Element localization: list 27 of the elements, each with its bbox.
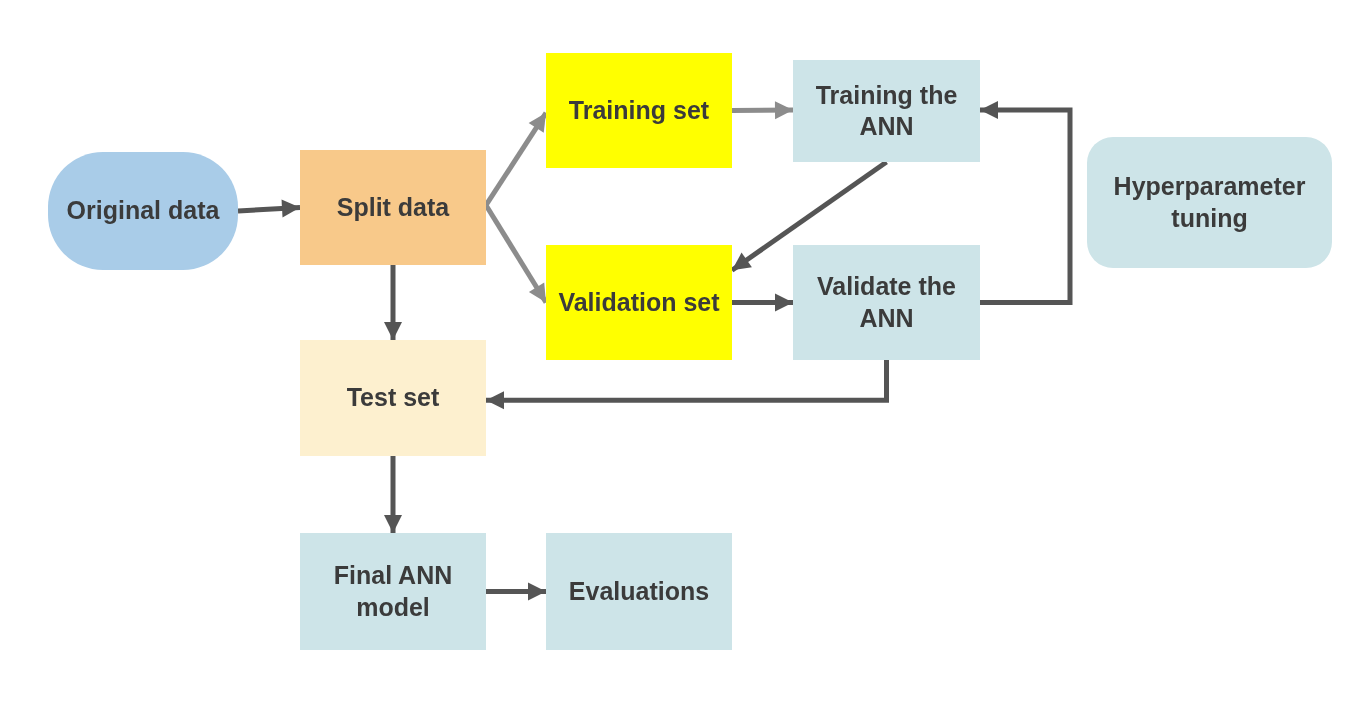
process-box bbox=[300, 340, 486, 456]
node-label: Final ANN model bbox=[332, 560, 454, 623]
arrow bbox=[732, 293, 793, 312]
process-box bbox=[546, 533, 732, 650]
arrow bbox=[486, 582, 546, 601]
node-label: Hyperparameter tuning bbox=[1112, 171, 1307, 234]
arrow bbox=[384, 456, 402, 533]
process-box bbox=[546, 53, 732, 168]
rounded-box bbox=[1087, 137, 1332, 268]
arrow bbox=[732, 101, 793, 120]
process-box bbox=[300, 150, 486, 265]
arrow bbox=[237, 199, 301, 218]
node-label: Split data bbox=[336, 191, 450, 223]
node-label: Training set bbox=[568, 94, 710, 126]
process-box bbox=[793, 60, 980, 162]
process-box bbox=[300, 533, 486, 650]
node-label: Test set bbox=[346, 382, 440, 414]
process-box bbox=[793, 245, 980, 360]
node-label: Evaluations bbox=[568, 575, 710, 607]
process-box bbox=[546, 245, 732, 360]
arrow bbox=[980, 101, 1073, 305]
arrow bbox=[384, 265, 402, 340]
node-label: Validate the ANN bbox=[816, 271, 957, 334]
arrow bbox=[486, 360, 889, 410]
node-label: Validation set bbox=[558, 286, 720, 318]
node-label: Original data bbox=[66, 195, 220, 227]
node-label: Training the ANN bbox=[814, 79, 959, 142]
